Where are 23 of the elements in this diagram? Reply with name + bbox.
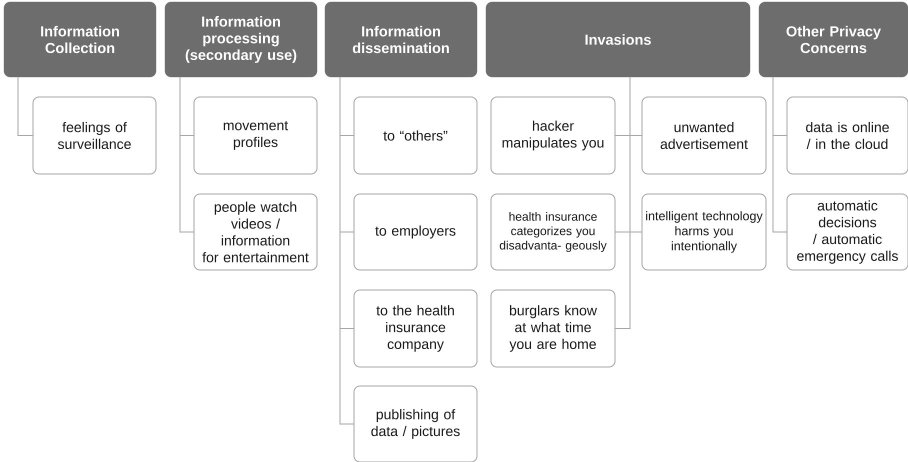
category-header: Invasions — [486, 2, 750, 78]
item-box: hacker manipulates you — [490, 96, 616, 174]
item-box: to employers — [354, 194, 478, 270]
item-box: data is online / in the cloud — [786, 96, 908, 174]
connector-line — [615, 76, 630, 329]
category-header: Other Privacy Concerns — [758, 2, 908, 78]
connector-line — [772, 76, 787, 232]
category-header: Information dissemination — [324, 2, 478, 78]
item-box: health insurance categorizes you disadvanta- geously — [490, 194, 616, 270]
item-box: to the health insurance company — [354, 290, 478, 368]
item-box: burglars know at what time you are home — [490, 290, 616, 368]
item-box: people watch videos / information for entertainment — [194, 194, 318, 270]
category-header: Information Collection — [4, 2, 156, 78]
item-box: unwanted advertisement — [642, 96, 766, 174]
connector-line — [180, 76, 194, 232]
item-box: feelings of surveillance — [32, 96, 156, 174]
item-box: movement profiles — [194, 96, 318, 174]
item-box: intelligent technology harms you intentionally — [642, 194, 766, 270]
category-header: Information processing (secondary use) — [164, 2, 318, 78]
connector-line — [18, 76, 33, 136]
item-box: automatic decisions / automatic emergency calls — [786, 194, 908, 270]
item-box: publishing of data / pictures — [354, 386, 478, 462]
item-box: to “others” — [354, 96, 478, 174]
